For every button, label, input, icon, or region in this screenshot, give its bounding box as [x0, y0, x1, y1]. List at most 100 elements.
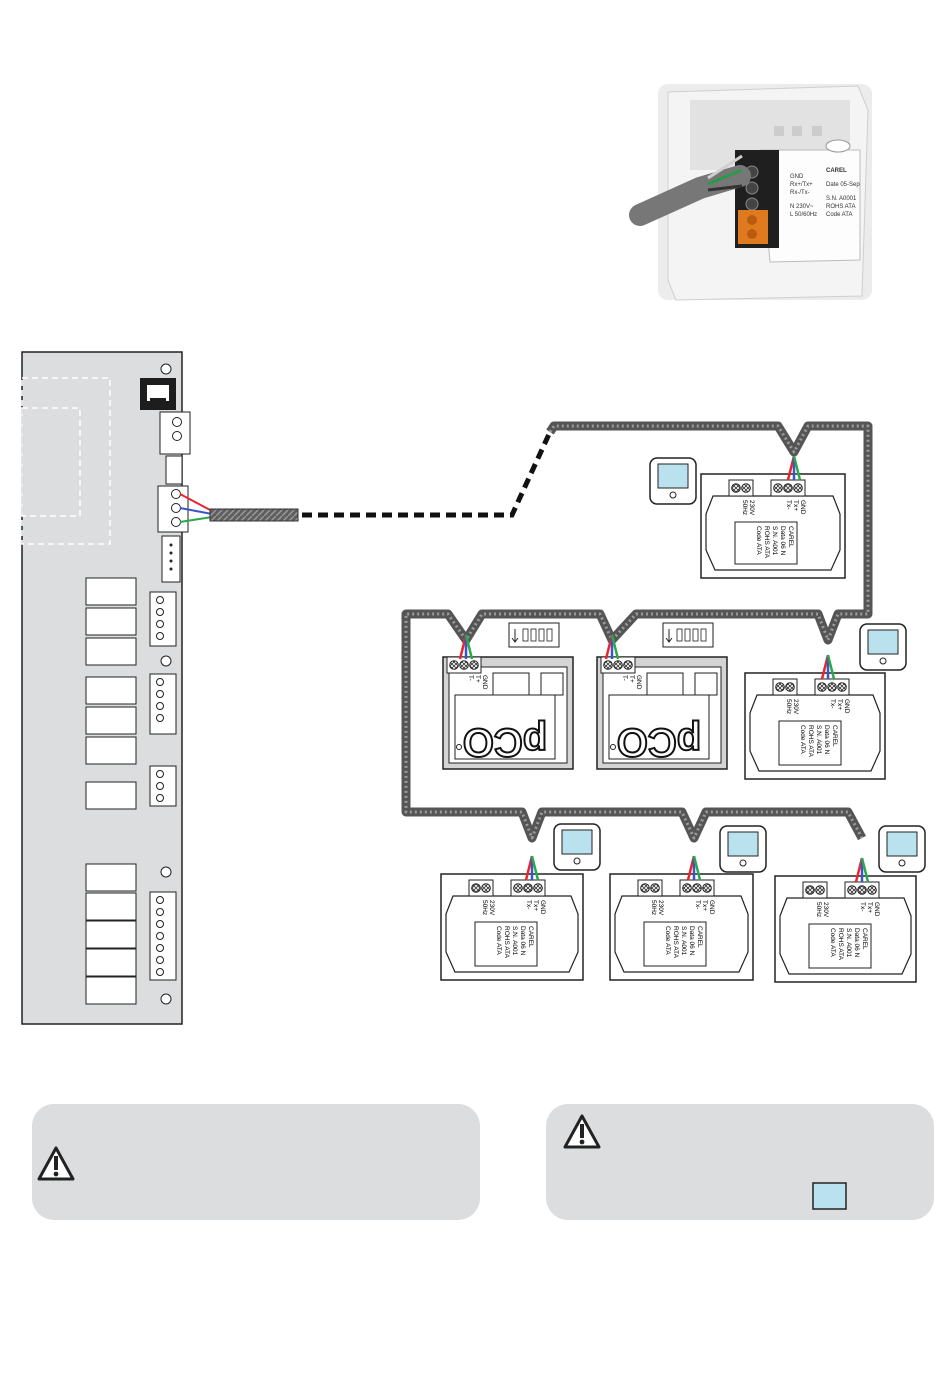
module-label-line: 50Hz	[741, 500, 748, 515]
module-label-line: Tx+	[532, 900, 539, 911]
serial-wire	[610, 634, 620, 660]
module-label-line: Tx-	[829, 699, 836, 708]
thermostat-display-icon	[649, 457, 697, 505]
module-label-line: 50Hz	[481, 900, 488, 915]
photo-label-n230: N 230V~	[790, 204, 814, 210]
module-label-line: ROHS ATA	[672, 926, 679, 959]
serial-wire	[464, 634, 474, 660]
module-label-line: 50Hz	[815, 902, 822, 917]
module-label-line: GND	[708, 900, 715, 915]
serial-wire	[692, 855, 702, 881]
module-label-line: T-	[467, 675, 474, 681]
module-label-line: S.N. A001	[680, 926, 687, 956]
module-label-line: Data 06 N	[688, 926, 695, 956]
module-label-line: 230V	[657, 900, 664, 916]
photo-brand: CAREL	[826, 168, 847, 174]
module-label-line: Tx-	[785, 500, 792, 509]
thermostat-display-icon	[878, 825, 926, 873]
module-label-line: Data 06 N	[779, 526, 786, 556]
display-swatch	[812, 1182, 847, 1210]
serial-wire	[792, 455, 802, 481]
module-label-line: GND	[481, 675, 488, 690]
module-label-line: GND	[873, 902, 880, 917]
module-label-line: ROHS ATA	[763, 526, 770, 559]
thermostat-display-icon	[553, 823, 601, 871]
module-label-line: T+	[628, 675, 635, 683]
module-label-line: Code ATA	[664, 926, 671, 955]
module-label-line: T-	[621, 675, 628, 681]
photo-label-rxtx-minus: Rx-/Tx-	[790, 190, 810, 196]
module-label-line: Data 06 N	[853, 928, 860, 958]
module-label-line: 230V	[792, 699, 799, 715]
module-label-line: 50Hz	[650, 900, 657, 915]
module-label-line: Code ATA	[495, 926, 502, 955]
serial-wires	[179, 493, 213, 523]
module-label-line: S.N. A001	[771, 526, 778, 556]
serial-wire	[826, 654, 836, 680]
module-label-line: Tx+	[866, 902, 873, 913]
module-label-line: Code ATA	[755, 526, 762, 555]
module-label-line: Data 06 N	[823, 725, 830, 755]
module-label-line: ROHS ATA	[837, 928, 844, 961]
module-label-line: Tx-	[694, 900, 701, 909]
warning-triangle-icon	[37, 1146, 75, 1181]
module-label-line: 50Hz	[785, 699, 792, 714]
module-label-line: CAREL	[696, 926, 703, 948]
module-label-line: GND	[799, 500, 806, 515]
module-label-line: CAREL	[831, 725, 838, 747]
module-label-line: Tx-	[525, 900, 532, 909]
module-label-line: Tx-	[859, 902, 866, 911]
module-label-line: CAREL	[527, 926, 534, 948]
module-label-line: 230V	[748, 500, 755, 516]
thermostat-photo: GND Rx+/Tx+ Rx-/Tx- N 230V~ L 50/60Hz CA…	[629, 84, 872, 301]
terminal-block	[159, 411, 191, 455]
cable-extension-dashed	[302, 430, 553, 518]
module-label-line: 230V	[822, 902, 829, 918]
module-label-line: S.N. A001	[845, 928, 852, 958]
module-label-line: 230V	[488, 900, 495, 916]
module-label-line: Code ATA	[829, 928, 836, 957]
photo-label-gnd: GND	[790, 174, 804, 180]
photo-date: Date 05-Sep	[826, 182, 860, 188]
photo-label-rxtx-plus: Rx+/Tx+	[790, 182, 813, 188]
shielded-cable	[209, 508, 299, 522]
controller-board	[21, 351, 191, 1025]
module-label-line: Tx+	[836, 699, 843, 710]
serial-wire	[530, 855, 540, 881]
module-label-line: Tx+	[792, 500, 799, 511]
pco-logo: pCO	[617, 720, 701, 764]
module-label-line: GND	[843, 699, 850, 714]
warning-triangle-icon	[563, 1114, 601, 1149]
module-label-line: CAREL	[861, 928, 868, 950]
module-label-line: CAREL	[787, 526, 794, 548]
module-label-line: T+	[474, 675, 481, 683]
thermostat-display-icon	[859, 623, 907, 671]
module-label-line: GND	[635, 675, 642, 690]
note-right	[546, 1104, 934, 1220]
thermostat-display-icon	[719, 825, 767, 873]
module-label-line: ROHS ATA	[503, 926, 510, 959]
pco-logo: pCO	[463, 720, 547, 764]
photo-label-l50: L 50/60Hz	[790, 212, 817, 218]
module-label-line: Data 06 N	[519, 926, 526, 956]
module-label-line: S.N. A001	[815, 725, 822, 755]
module-label-line: Code ATA	[799, 725, 806, 754]
module-label-line: ROHS ATA	[807, 725, 814, 758]
module-label-line: S.N. A001	[511, 926, 518, 956]
module-label-line: Tx+	[701, 900, 708, 911]
photo-code: Code ATA	[826, 212, 852, 218]
serial-wire	[860, 857, 870, 883]
module-label-line: GND	[539, 900, 546, 915]
photo-serial: S.N. A0001	[826, 196, 857, 202]
photo-rohs: ROHS ATA	[826, 204, 855, 210]
serial-terminal-block	[157, 485, 189, 533]
note-left	[32, 1104, 480, 1220]
